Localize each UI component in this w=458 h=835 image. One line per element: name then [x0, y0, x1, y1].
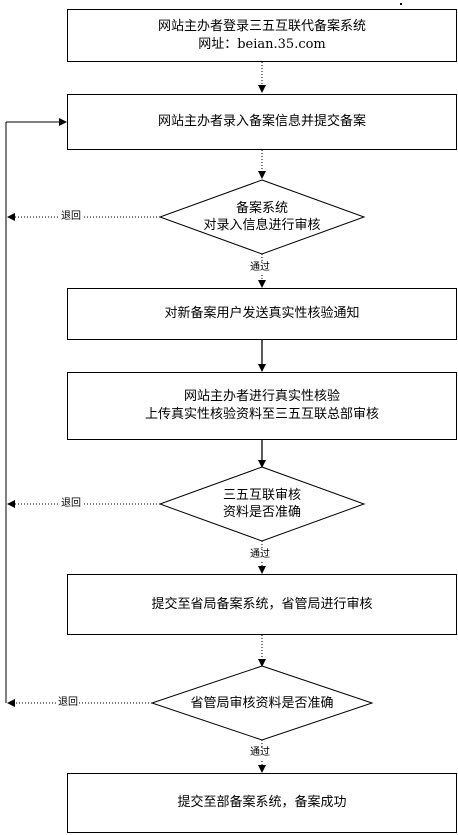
- step-submit-label: 网站主办者录入备案信息并提交备案: [157, 114, 366, 129]
- decision-system-review-label: 备案系统 对录入信息进行审核: [203, 201, 321, 233]
- return-label-2: 退回: [60, 498, 82, 510]
- step-login-line1: 网站主办者登录三五互联代备案系统: [157, 18, 366, 34]
- step-login-box: 网站主办者登录三五互联代备案系统 网址：beian.35.com: [67, 9, 457, 62]
- step-login-url: 网址：beian.35.com: [198, 36, 326, 52]
- step-submit-box: 网站主办者录入备案信息并提交备案: [67, 94, 457, 150]
- corner-mark: [400, 3, 402, 5]
- pass-label-3: 通过: [249, 747, 271, 759]
- return-label-1: 退回: [60, 211, 82, 223]
- step-notify-label: 对新备案用户发送真实性核验通知: [164, 306, 360, 321]
- step-province-box: 提交至省局备案系统，省管局进行审核: [67, 574, 457, 635]
- pass-label-2: 通过: [249, 549, 271, 561]
- step-success-label: 提交至部备案系统，备案成功: [177, 795, 347, 810]
- step-verify-box: 网站主办者进行真实性核验 上传真实性核验资料至三五互联总部审核: [67, 372, 457, 440]
- step-success-box: 提交至部备案系统，备案成功: [67, 773, 457, 833]
- decision-province-review-label: 省管局审核资料是否准确: [190, 695, 334, 711]
- pass-label-1: 通过: [249, 262, 271, 274]
- decision-diamond-3: [150, 665, 374, 741]
- decision-diamond-2: [158, 466, 366, 542]
- step-verify-line1: 网站主办者进行真实性核验: [183, 389, 340, 404]
- decision-35-review-label: 三五互联审核 资料是否准确: [222, 488, 301, 520]
- return-label-3: 退回: [57, 697, 79, 709]
- step-notify-box: 对新备案用户发送真实性核验通知: [67, 288, 457, 340]
- step-verify-line2: 上传真实性核验资料至三五互联总部审核: [144, 407, 379, 422]
- decision-diamond-1: [158, 179, 366, 255]
- step-province-label: 提交至省局备案系统，省管局进行审核: [151, 596, 373, 612]
